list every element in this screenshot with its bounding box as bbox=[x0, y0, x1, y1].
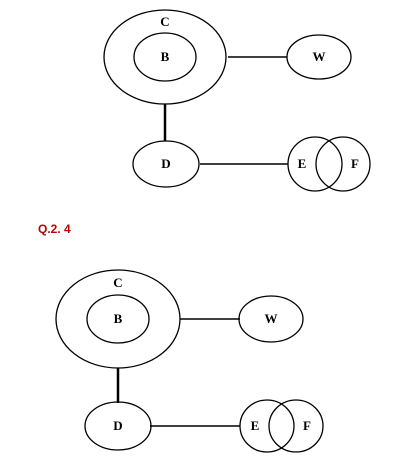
set-f-circle bbox=[315, 136, 371, 192]
set-c-ellipse bbox=[55, 269, 181, 369]
set-c-label: C bbox=[113, 275, 122, 290]
question-number-label: Q.2. 4 bbox=[38, 222, 71, 236]
venn-diagram-2-svg: C B W D E F bbox=[55, 269, 324, 453]
set-c-ellipse bbox=[103, 9, 227, 105]
set-e-label: E bbox=[298, 156, 307, 171]
set-b-label: B bbox=[161, 49, 170, 64]
set-w-label: W bbox=[265, 311, 278, 326]
set-e-circle bbox=[239, 399, 295, 453]
set-d-label: D bbox=[161, 156, 170, 171]
set-b-label: B bbox=[114, 311, 123, 326]
set-d-label: D bbox=[113, 418, 122, 433]
set-f-label: F bbox=[303, 418, 311, 433]
venn-diagram-1-svg: C B W D E F bbox=[103, 9, 371, 192]
set-e-label: E bbox=[251, 418, 260, 433]
set-w-label: W bbox=[313, 49, 326, 64]
set-f-circle bbox=[268, 399, 324, 453]
set-w-ellipse bbox=[238, 295, 304, 343]
set-w-ellipse bbox=[286, 34, 352, 80]
venn-diagram-2: C B W D E F bbox=[0, 255, 408, 465]
set-d-ellipse bbox=[84, 401, 152, 451]
venn-diagram-1: C B W D E F bbox=[0, 0, 408, 215]
set-b-ellipse bbox=[86, 294, 150, 344]
set-e-circle bbox=[287, 136, 343, 192]
set-b-ellipse bbox=[133, 32, 197, 82]
set-f-label: F bbox=[351, 156, 359, 171]
set-c-label: C bbox=[160, 14, 169, 29]
set-d-ellipse bbox=[132, 140, 200, 188]
